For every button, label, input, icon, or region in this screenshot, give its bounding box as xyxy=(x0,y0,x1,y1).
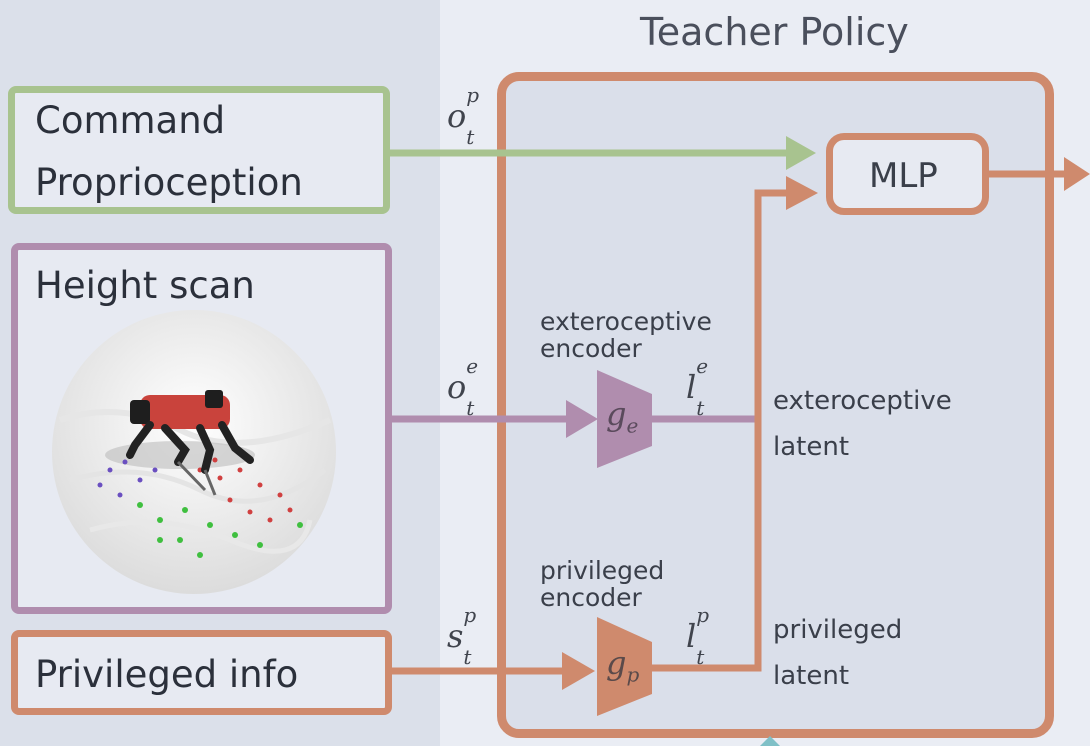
height-scan-label: Height scan xyxy=(35,264,255,307)
mlp-box: MLP xyxy=(826,133,989,215)
command-label: Command xyxy=(35,99,226,142)
privileged-latent-label: privileged latent xyxy=(773,615,903,691)
privileged-info-arrow xyxy=(392,652,595,690)
exteroceptive-encoder-icon xyxy=(597,370,652,468)
privileged-encoder-label: privileged encoder xyxy=(540,556,665,612)
height-scan-arrow xyxy=(392,400,598,438)
command-proprioception-box: Command Proprioception xyxy=(8,86,390,214)
mlp-label: MLP xyxy=(869,156,938,196)
height-scan-dots xyxy=(97,457,303,558)
symbol-g-e: ge xyxy=(606,395,639,438)
symbol-g-p: gp xyxy=(606,644,640,687)
proprioception-label: Proprioception xyxy=(35,161,303,204)
teal-indicator-icon xyxy=(760,736,780,746)
latent-to-mlp-arrow xyxy=(652,176,818,672)
mlp-output-arrow xyxy=(989,157,1090,191)
robot-terrain-image xyxy=(52,310,336,594)
privileged-info-box: Privileged info xyxy=(11,630,392,715)
privileged-info-label: Privileged info xyxy=(35,653,299,696)
proprioception-arrow xyxy=(390,136,816,170)
diagram-title: Teacher Policy xyxy=(640,10,909,54)
exteroceptive-encoder-label: exteroceptive encoder xyxy=(540,307,712,363)
exteroceptive-latent-label: exteroceptive latent xyxy=(773,386,952,462)
privileged-encoder-icon xyxy=(597,617,652,716)
robot-icon xyxy=(126,390,254,496)
